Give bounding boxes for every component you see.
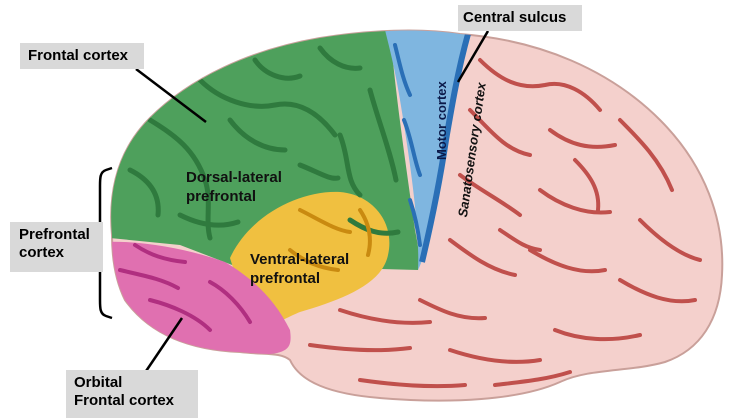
dorsal-lateral-prefrontal-text: Dorsal-lateral prefrontal bbox=[186, 168, 282, 206]
dorsal-text-line2: prefrontal bbox=[186, 187, 282, 206]
frontal-cortex-label: Frontal cortex bbox=[20, 43, 144, 69]
ventral-lateral-prefrontal-text: Ventral-lateral prefrontal bbox=[250, 250, 349, 288]
orbital-label-line1: Orbital bbox=[74, 374, 192, 392]
ventral-text-line1: Ventral-lateral bbox=[250, 250, 349, 269]
motor-cortex-text: Motor cortex bbox=[434, 81, 449, 160]
prefrontal-label-line2: cortex bbox=[19, 244, 97, 262]
central-sulcus-label: Central sulcus bbox=[458, 5, 582, 31]
orbital-frontal-label: Orbital Frontal cortex bbox=[66, 370, 198, 418]
orbital-label-line2: Frontal cortex bbox=[74, 392, 192, 410]
ventral-text-line2: prefrontal bbox=[250, 269, 349, 288]
prefrontal-label-line1: Prefrontal bbox=[19, 226, 97, 244]
dorsal-text-line1: Dorsal-lateral bbox=[186, 168, 282, 187]
prefrontal-cortex-label: Prefrontal cortex bbox=[10, 222, 103, 272]
